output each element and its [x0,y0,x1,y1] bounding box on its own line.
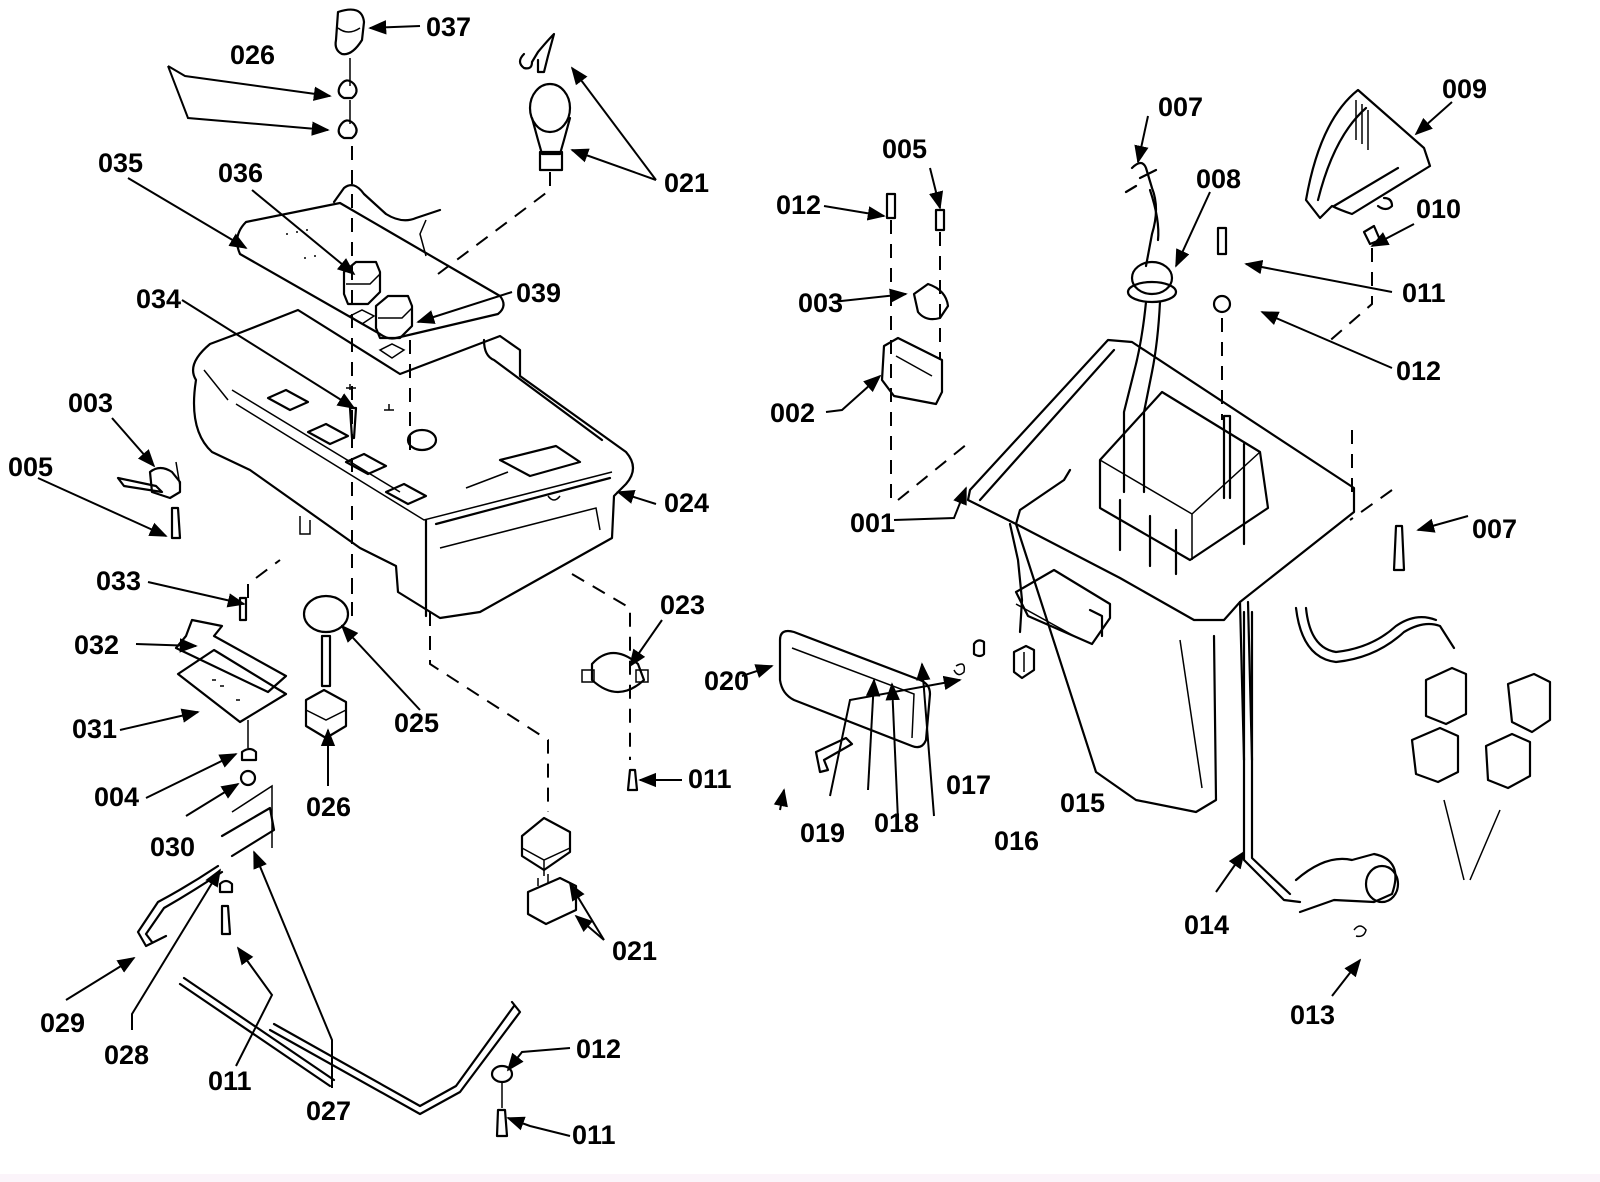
callout-labels: 037 026 021 035 036 039 034 003 005 024 … [8,12,1517,1150]
clip-018-part [953,663,966,676]
callout-011-right: 011 [1402,278,1446,308]
right-assembly [778,88,1552,938]
lamp-cover-020-part [778,629,932,749]
callout-031: 031 [72,714,117,744]
thermostat-knob-part [518,32,572,172]
callout-012-right-lower: 012 [1396,356,1441,386]
callout-020: 020 [704,666,749,696]
leader-lines [37,20,1469,1137]
thermostat-part [302,594,350,740]
callout-015: 015 [1060,788,1105,818]
callout-032: 032 [74,630,119,660]
sensor-harness-part [1242,610,1400,938]
relay-021-parts [520,816,578,926]
callout-023: 023 [660,590,705,620]
callout-033: 033 [96,566,141,596]
callout-021-lower: 021 [612,936,657,966]
callout-008: 008 [1196,164,1241,194]
bottom-edge-strip [0,1174,1600,1182]
fuse-016-part [1012,644,1036,680]
callout-037: 037 [426,12,471,42]
callout-011: 011 [688,764,732,794]
callout-005-right: 005 [882,134,927,164]
callout-013: 013 [1290,1000,1335,1030]
callout-009: 009 [1442,74,1487,104]
callout-002: 002 [770,398,815,428]
switch-holder-015-part [1014,568,1112,646]
callout-003-right: 003 [798,288,843,318]
callout-025: 025 [394,708,439,738]
left-assembly [116,8,649,1138]
callout-003: 003 [68,388,113,418]
callout-035: 035 [98,148,143,178]
electrical-box-part [966,338,1356,814]
callout-018: 018 [874,808,919,838]
callout-007-right: 007 [1472,514,1517,544]
callout-024: 024 [664,488,709,518]
knob-cap-part [334,8,366,56]
screw-019-part [814,736,854,774]
callout-019: 019 [800,818,845,848]
wire-harness-parts [136,784,522,1116]
clamp-023-part [581,651,649,693]
connector-harness-part [1294,606,1552,881]
bracket-group-right [880,192,950,406]
bracket-003-part [116,461,182,540]
callout-005: 005 [8,452,53,482]
callout-012: 012 [576,1034,621,1064]
callout-027: 027 [306,1096,351,1126]
callout-029: 029 [40,1008,85,1038]
callout-012-right: 012 [776,190,821,220]
callout-014: 014 [1184,910,1229,940]
callout-036: 036 [218,158,263,188]
callout-030: 030 [150,832,195,862]
callout-011-lower: 011 [208,1066,252,1096]
screw-washer-right [1212,226,1232,314]
callout-011-bottom: 011 [572,1120,616,1150]
callout-026-lower: 026 [306,792,351,822]
callout-028: 028 [104,1040,149,1070]
callout-039: 039 [516,278,561,308]
callout-010: 010 [1416,194,1461,224]
washer-screw-bottom [490,1064,514,1138]
screw-034-part [346,384,394,440]
callout-017: 017 [946,770,991,800]
clip-parts [337,58,358,140]
cable-grommet-part [1122,161,1178,494]
callout-016: 016 [994,826,1039,856]
cover-009-part [1304,88,1432,246]
cap-017-part [972,639,986,658]
callout-034: 034 [136,284,181,314]
control-housing-part [192,308,635,620]
callout-021: 021 [664,168,709,198]
callout-001: 001 [850,508,895,538]
callout-026: 026 [230,40,275,70]
callout-004: 004 [94,782,139,812]
callout-007: 007 [1158,92,1203,122]
rocker-switch-parts [342,260,414,359]
